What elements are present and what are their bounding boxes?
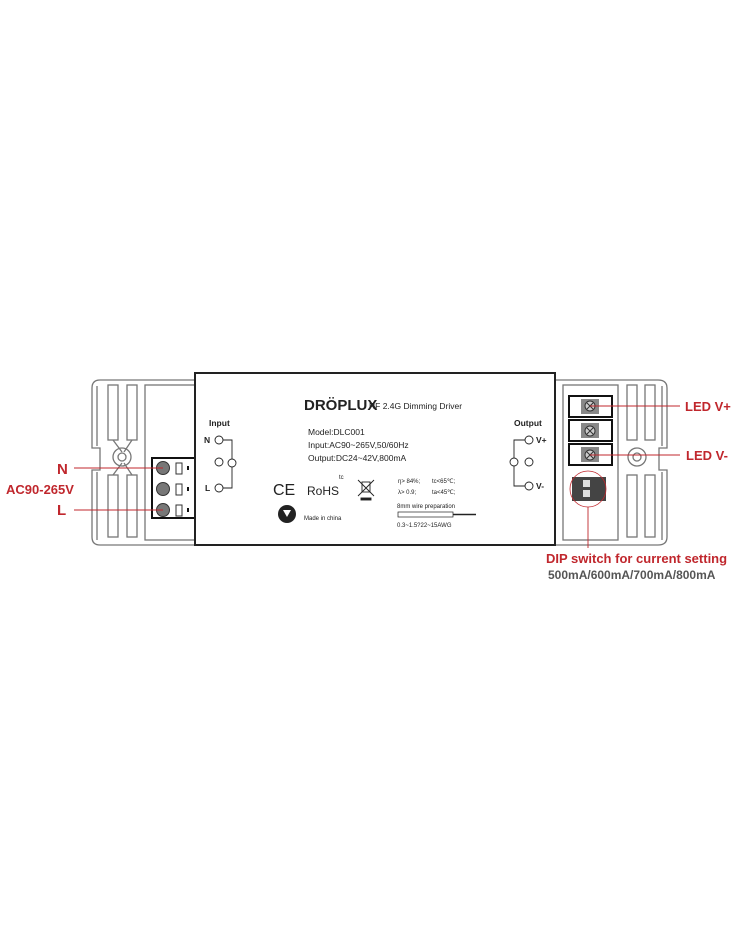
dip-switch: [569, 470, 607, 508]
output-terminal-block: [568, 395, 613, 508]
callout-led-minus: LED V-: [686, 448, 728, 463]
input-spec: Input:AC90~265V,50/60Hz: [308, 440, 409, 450]
product-name: RF 2.4G Dimming Driver: [369, 401, 462, 411]
output-minus: V-: [536, 481, 544, 491]
callout-lines: [74, 405, 680, 548]
input-l: L: [205, 483, 210, 493]
model: Model:DLC001: [308, 427, 365, 437]
callout-input-voltage: AC90-265V: [6, 482, 74, 497]
callout-l: L: [57, 502, 66, 519]
rohs-mark: RoHS: [307, 484, 339, 498]
input-n: N: [204, 435, 210, 445]
output-spec: Output:DC24~42V,800mA: [308, 453, 407, 463]
screw-icon: [581, 447, 599, 462]
ta-spec: ta<45℃;: [432, 490, 456, 496]
input-terminal-block: [151, 457, 196, 519]
tc-spec: tc<65℃;: [432, 479, 456, 485]
wire-gauge: 0.3~1.5?22~15AWG: [397, 523, 452, 529]
screw-icon: [581, 423, 599, 438]
recycle-icon: [278, 505, 296, 523]
output-plus: V+: [536, 435, 547, 445]
right-end-cap: [554, 379, 668, 546]
callout-n: N: [57, 461, 68, 478]
tc-mark: tc: [339, 475, 344, 481]
driver-label: DRÖPLUX RF 2.4G Dimming Driver Model:DLC…: [194, 372, 556, 546]
callout-dip-title: DIP switch for current setting: [546, 551, 727, 566]
callout-led-plus: LED V+: [685, 399, 731, 414]
callout-dip-options: 500mA/600mA/700mA/800mA: [548, 568, 716, 582]
input-title: Input: [209, 418, 230, 428]
brand-logo: DRÖPLUX: [304, 397, 377, 414]
weee-bin-icon: [357, 479, 375, 501]
made-in: Made in china: [304, 516, 342, 522]
wire-prep: 8mm wire preparation: [397, 504, 455, 510]
power-factor: λ> 0.9;: [398, 490, 417, 496]
ce-mark: CE: [273, 482, 295, 499]
output-title: Output: [514, 418, 542, 428]
efficiency: η> 84%;: [398, 479, 421, 485]
screw-icon: [581, 399, 599, 414]
